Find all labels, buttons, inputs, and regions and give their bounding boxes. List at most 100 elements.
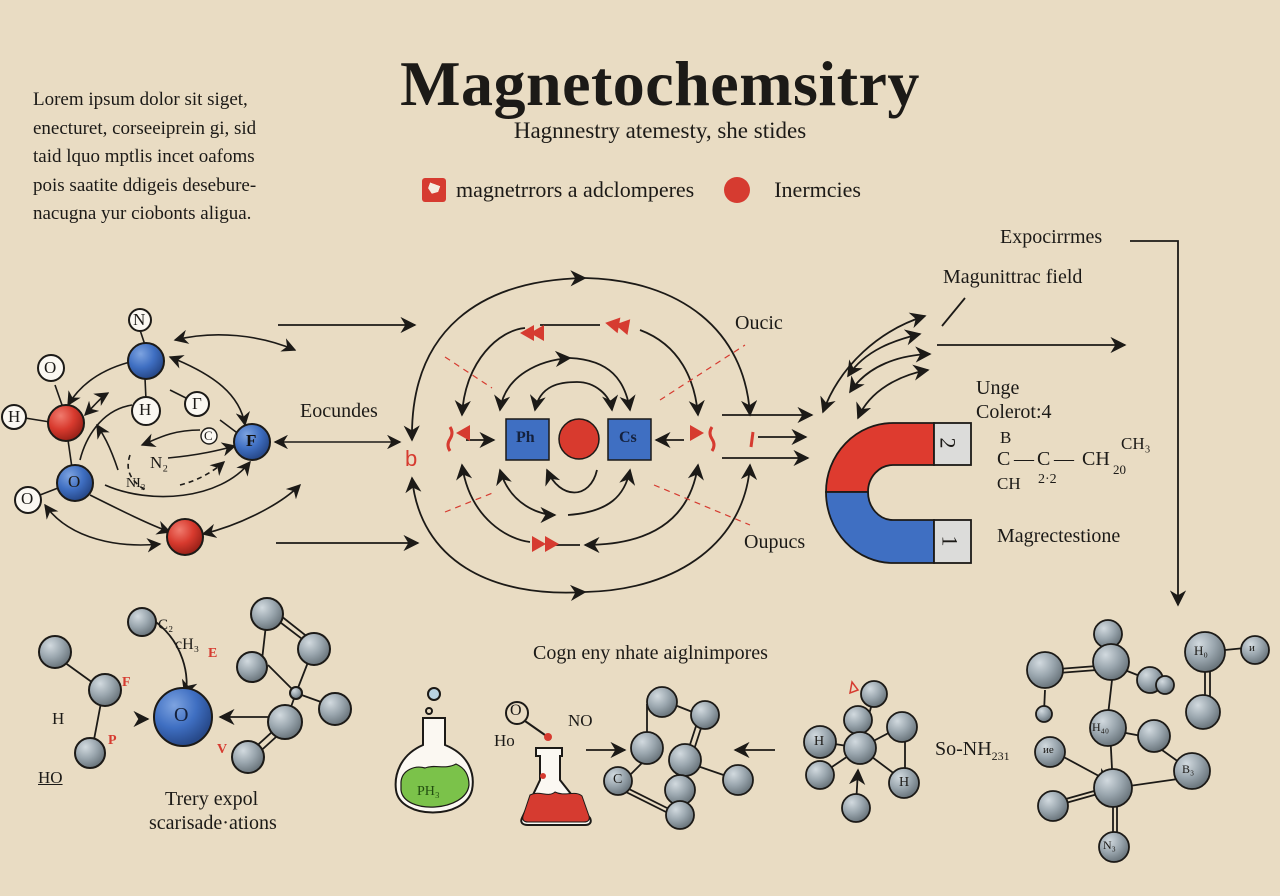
label-magnetic-field: Magunittrac field <box>943 266 1083 288</box>
middle-molecule <box>603 686 754 830</box>
label-h-2: H <box>899 775 910 790</box>
formula-ch-sub: 20 <box>1113 462 1126 477</box>
atom-o2 <box>14 486 42 514</box>
label-colerot: Colerot:4 <box>976 401 1052 423</box>
label-c: C <box>613 772 623 787</box>
arrow <box>83 392 110 417</box>
arrow <box>167 442 237 459</box>
atom-label: H <box>8 407 21 426</box>
arrow <box>201 483 302 538</box>
atom-label: C <box>204 428 213 443</box>
pole-2 <box>933 422 972 466</box>
atom-f <box>233 423 271 461</box>
label-expocirrmes: Expocirrmes <box>1000 226 1103 248</box>
field-line <box>456 463 531 543</box>
field-line <box>454 327 526 417</box>
field-line <box>584 463 758 593</box>
formula-c2: C <box>1037 448 1051 470</box>
ph-box-label: Ph <box>516 429 535 446</box>
bottom-right-molecule <box>1026 619 1270 863</box>
label-eocundes: Eocundes <box>300 400 378 422</box>
left-atoms <box>1 308 271 556</box>
atom-label: N₂ <box>150 453 169 472</box>
atom-h2 <box>131 396 161 426</box>
formula-b: B <box>1000 428 1012 447</box>
red-squiggles <box>446 426 755 452</box>
arrow <box>67 361 131 407</box>
formula-bond2: — <box>1054 448 1074 470</box>
atom-c <box>200 427 218 445</box>
intro-paragraph: Lorem ipsum dolor sit siget, enecturet, … <box>33 86 333 229</box>
label-sonh-sub: 231 <box>991 749 1010 763</box>
pole-2-label: 2 <box>935 437 961 449</box>
legend-label-inermcies: Inermcies <box>774 177 861 202</box>
atom-gamma <box>184 391 210 417</box>
arrow <box>79 404 133 461</box>
bond <box>24 417 51 423</box>
atom-red <box>47 404 85 442</box>
intro-line: taid lquo mptlis incet oafoms <box>33 146 255 167</box>
label-h: H <box>52 709 65 728</box>
label-cogn: Cogn eny nhate aiglnimpores <box>533 642 768 664</box>
label-magrectestione: Magrectestione <box>997 525 1121 547</box>
label-b-marker: b <box>405 446 418 471</box>
atom-label: N₃ <box>1103 838 1116 852</box>
pole-1 <box>933 519 972 564</box>
label-sonh: So-NH231 <box>935 738 1010 764</box>
legend-label-magnetrrors: magnetrrors a adclomperes <box>456 177 695 202</box>
label-oucic: Oucic <box>735 312 783 334</box>
arrow <box>179 461 226 486</box>
left-molecule <box>24 329 402 553</box>
label-trery-1: Trery expol <box>165 788 259 810</box>
central-field-lines <box>403 270 814 601</box>
bond <box>54 384 63 406</box>
atom-label: Γ <box>192 394 202 413</box>
atom-label: B₃ <box>1182 762 1195 776</box>
field-line <box>576 381 619 412</box>
atom-h <box>1 404 27 430</box>
center-red-atom <box>558 418 600 460</box>
atom-label: H <box>139 400 152 419</box>
dashed-red-lines <box>444 344 751 526</box>
red-square-icon <box>422 178 446 202</box>
formula-ch-below: CH <box>997 474 1021 493</box>
page-title: Magnetochemsitry <box>400 48 920 119</box>
field-line <box>584 277 758 417</box>
red-arrowheads <box>456 317 704 552</box>
arrow <box>168 355 250 427</box>
field-line <box>496 468 557 524</box>
atom-label: O <box>44 358 57 377</box>
red-mark-f: F <box>122 675 131 690</box>
label-o-ring: O <box>510 702 522 719</box>
arrow <box>104 460 251 498</box>
label-h-1: H <box>814 734 825 749</box>
arrow <box>44 503 162 553</box>
atom-o-blue <box>56 464 94 502</box>
field-line <box>494 350 572 412</box>
field-line <box>567 468 636 516</box>
label-c2: C₂ <box>158 617 174 633</box>
red-mark-e: E <box>208 646 218 661</box>
red-circle-icon <box>724 177 751 203</box>
page-subtitle: Hagnnestry atemesty, she stides <box>513 118 807 143</box>
field-line <box>529 381 578 412</box>
conical-flask <box>505 701 592 826</box>
round-flask <box>394 687 474 814</box>
center-o-label: O <box>174 704 189 726</box>
intro-line: nacugna yur ciobonts aligua. <box>33 203 252 224</box>
label-sonh-main: So-NH <box>935 738 992 760</box>
magnet-north <box>825 422 935 493</box>
arrow <box>173 329 297 352</box>
horseshoe-magnet <box>825 422 972 564</box>
field-line <box>583 463 704 554</box>
intro-line: pois saatite ddigeis desebure- <box>33 174 257 196</box>
arrow <box>127 454 146 491</box>
label-ch3: cH₃ <box>175 636 200 653</box>
atom-blue <box>127 342 165 380</box>
cs-box <box>607 418 652 461</box>
label-no: NO <box>568 711 593 730</box>
field-line <box>639 329 705 417</box>
atom-label: O <box>68 472 81 491</box>
formula-ch: CH <box>1082 448 1110 470</box>
